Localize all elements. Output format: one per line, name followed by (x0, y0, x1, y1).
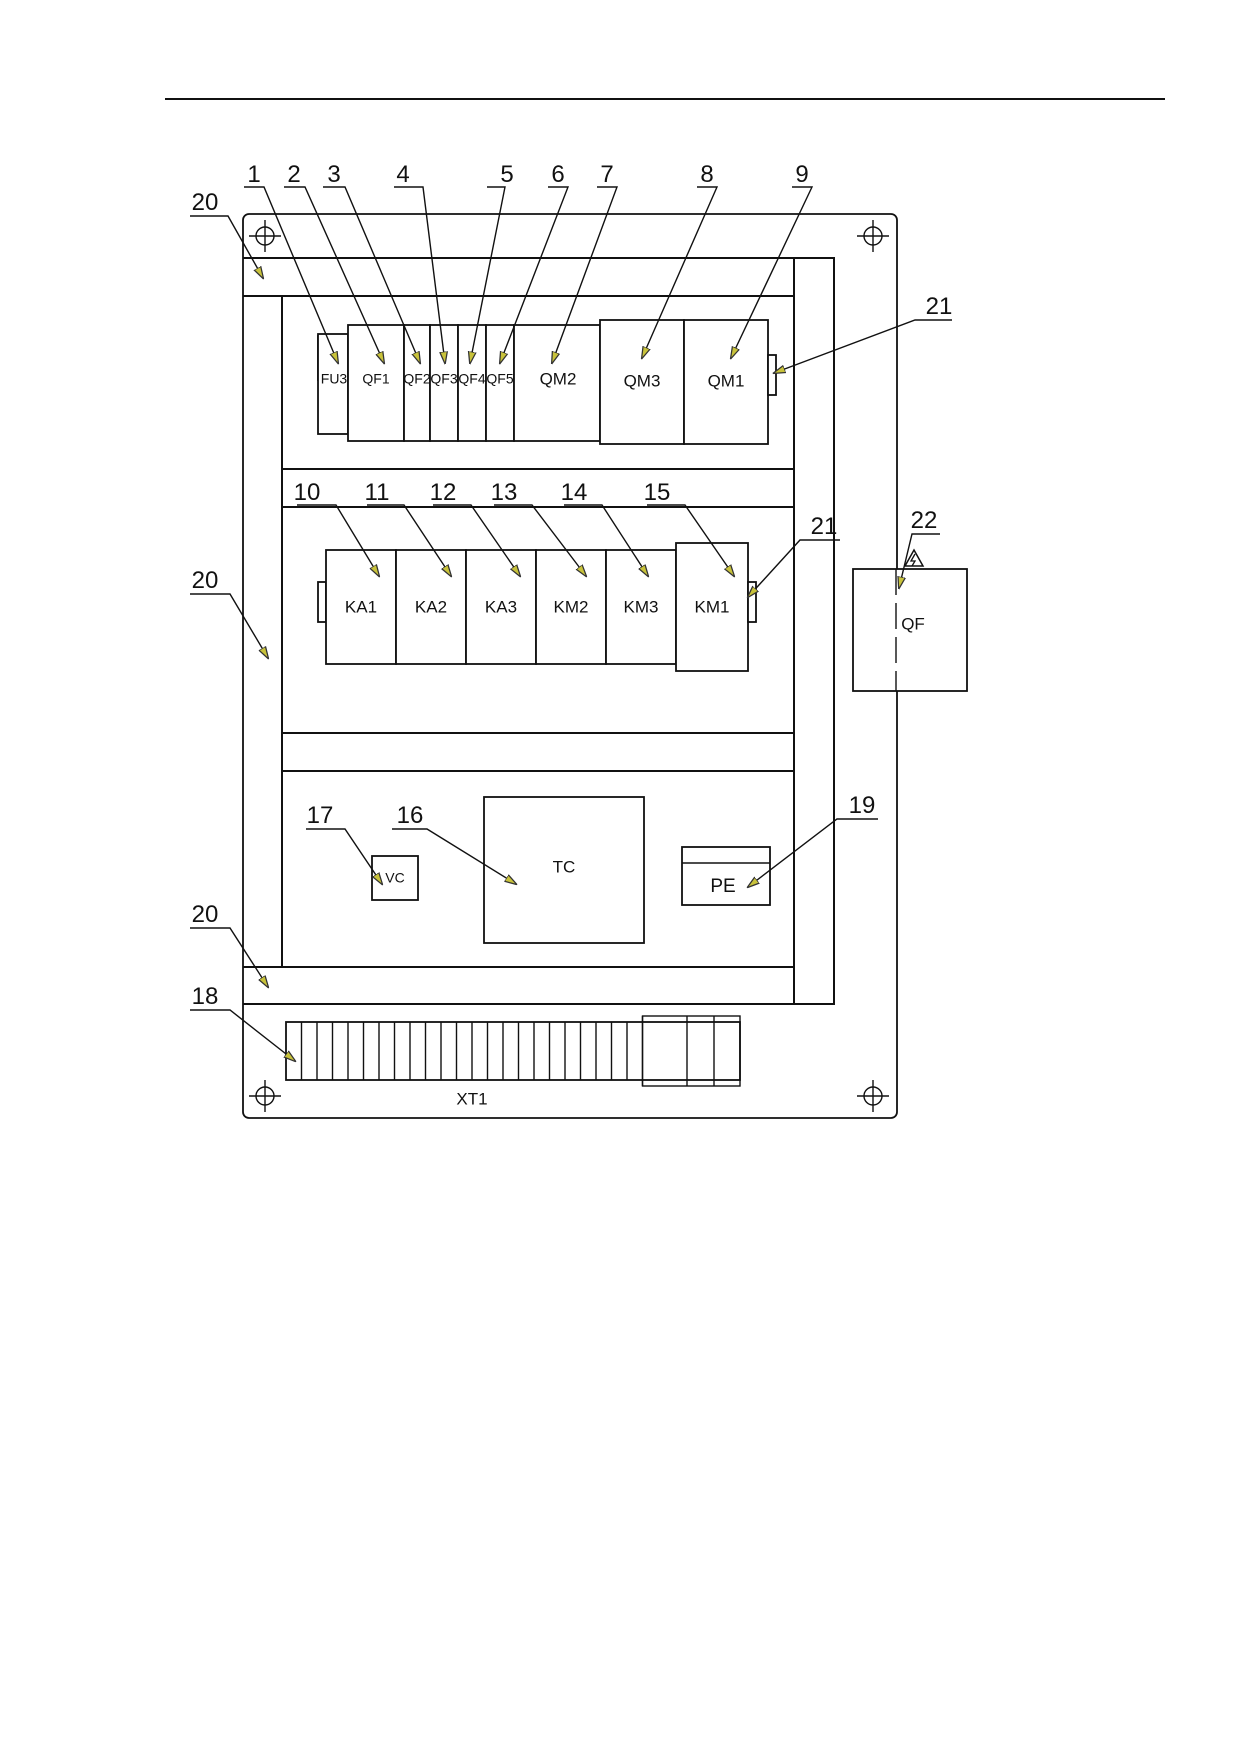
callout-9: 9 (795, 161, 808, 188)
mounting-hole-icon (249, 1080, 281, 1112)
label-qf1: QF1 (362, 371, 389, 387)
callout-21-top: 21 (926, 293, 953, 320)
label-ka3: KA3 (485, 597, 517, 616)
callout-6: 6 (551, 161, 564, 188)
transformer-tc (483, 796, 645, 944)
label-xt1: XT1 (456, 1089, 487, 1108)
callout-19: 19 (849, 792, 876, 819)
middle-row-devices: KA1 KA2 KA3 KM2 KM3 KM1 (317, 542, 757, 672)
callout-16: 16 (397, 802, 424, 829)
label-fu3: FU3 (321, 371, 348, 387)
callout-12: 12 (430, 479, 457, 506)
label-ka1: KA1 (345, 597, 377, 616)
label-qf: QF (901, 614, 925, 633)
external-breaker-qf (852, 568, 968, 692)
motor-protector-qm1 (683, 319, 769, 445)
callout-leaders (190, 186, 952, 1061)
label-qm2: QM2 (540, 369, 577, 388)
callout-22: 22 (911, 507, 938, 534)
label-qf4: QF4 (458, 371, 485, 387)
label-qm3: QM3 (624, 371, 661, 390)
callout-1: 1 (247, 161, 260, 188)
mounting-hole-icon (857, 1080, 889, 1112)
breaker-qf4 (457, 324, 487, 442)
label-ka2: KA2 (415, 597, 447, 616)
wiring-duct-frame (243, 257, 835, 1005)
relay-ka1 (325, 549, 397, 665)
callout-numbers: 1 2 3 4 5 6 7 8 9 10 11 12 13 14 15 16 1… (192, 161, 953, 1010)
callout-7: 7 (600, 161, 613, 188)
label-tc: TC (553, 857, 576, 876)
callout-5: 5 (500, 161, 513, 188)
callout-3: 3 (327, 161, 340, 188)
relay-ka2 (395, 549, 467, 665)
terminal-block-xt1 (285, 1015, 741, 1087)
label-km1: KM1 (695, 597, 730, 616)
top-row-devices: FU3 QF1 QF2 QF3 QF4 QF5 QM2 QM3 QM1 (317, 319, 777, 445)
callout-20-middle: 20 (192, 567, 219, 594)
callout-4: 4 (396, 161, 409, 188)
breaker-qf2 (403, 324, 431, 442)
label-km3: KM3 (624, 597, 659, 616)
label-vc: VC (385, 870, 404, 886)
callout-20-top: 20 (192, 189, 219, 216)
hazard-warning-icon (903, 548, 925, 567)
callout-20-bottom: 20 (192, 901, 219, 928)
callout-17: 17 (307, 802, 334, 829)
label-pe: PE (710, 876, 735, 897)
callout-8: 8 (700, 161, 713, 188)
callout-13: 13 (491, 479, 518, 506)
breaker-qf5 (485, 324, 515, 442)
contactor-km1 (675, 542, 749, 672)
mounting-hole-icon (249, 220, 281, 252)
label-qf3: QF3 (430, 371, 457, 387)
pe-terminal (681, 846, 771, 906)
callout-21-middle: 21 (811, 513, 838, 540)
terminal-end-block (641, 1015, 741, 1087)
label-qf2: QF2 (403, 371, 430, 387)
bottom-row-devices: VC TC PE (371, 796, 771, 944)
callout-18: 18 (192, 983, 219, 1010)
callout-2: 2 (287, 161, 300, 188)
label-km2: KM2 (554, 597, 589, 616)
label-qm1: QM1 (708, 371, 745, 390)
mounting-hole-icon (857, 220, 889, 252)
label-qf5: QF5 (486, 371, 513, 387)
relay-ka3 (465, 549, 537, 665)
motor-protector-qm3 (599, 319, 685, 445)
contactor-km3 (605, 549, 677, 665)
callout-10: 10 (294, 479, 321, 506)
callout-14: 14 (561, 479, 588, 506)
callout-11: 11 (365, 479, 390, 506)
breaker-qf3 (429, 324, 459, 442)
callout-15: 15 (644, 479, 671, 506)
